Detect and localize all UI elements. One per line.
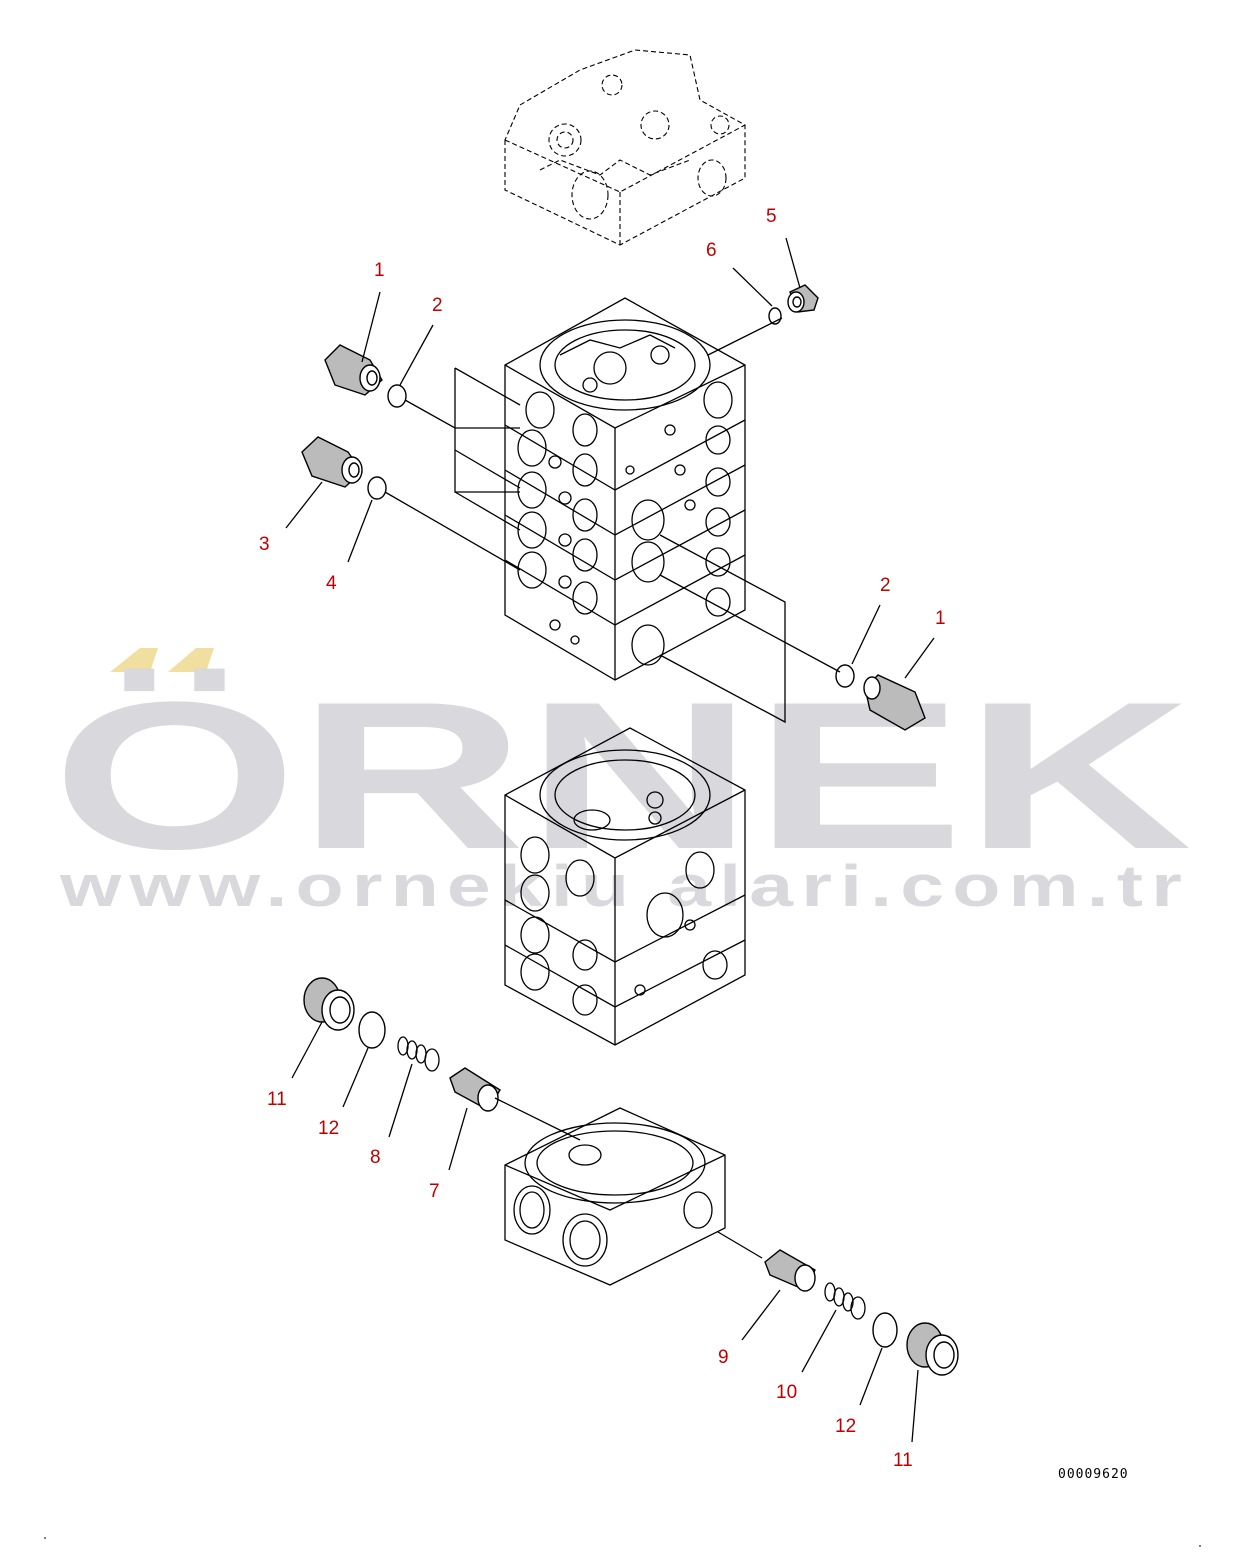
drawing-code: 00009620: [1058, 1467, 1129, 1482]
callout-1-top: 1: [374, 260, 385, 281]
o-ring-left: [367, 476, 387, 500]
o-ring-top-left: [387, 384, 407, 408]
frame-corner-mark-right: [1199, 1545, 1201, 1547]
callout-3: 3: [259, 534, 270, 555]
callout-12-right: 12: [835, 1416, 856, 1437]
lower-valve-block: [504, 727, 746, 1046]
watermark-umlaut-left: [110, 648, 158, 672]
plug-bottom-left: [303, 977, 355, 1031]
callout-7: 7: [429, 1181, 440, 1202]
watermark: ÖRNEK www.ornekiu alari.com.tr: [52, 648, 1192, 919]
callout-2-top: 2: [432, 295, 443, 316]
callout-2-right: 2: [880, 575, 891, 596]
callout-labels: 1 2 3 4 5 6 2 1 11 12 8 7 9 10 12 11: [259, 206, 946, 1471]
leader-lines: [285, 237, 935, 1443]
frame-corner-mark-left: [44, 1537, 46, 1539]
callout-8: 8: [370, 1147, 381, 1168]
relief-valve-left: [301, 436, 363, 488]
spring-left: [397, 1036, 440, 1072]
watermark-umlaut-right: [168, 648, 214, 672]
relief-valve-top-left: [324, 344, 383, 396]
callout-5: 5: [766, 206, 777, 227]
callout-12-left: 12: [318, 1118, 339, 1139]
bottom-end-housing: [504, 1107, 726, 1286]
spool-left: [449, 1067, 501, 1112]
callout-9: 9: [718, 1347, 729, 1368]
callout-10: 10: [776, 1382, 797, 1403]
main-valve-block: [504, 297, 746, 681]
callout-6: 6: [706, 240, 717, 261]
plug-top-right: [787, 284, 819, 313]
relief-valve-right: [863, 674, 926, 731]
plug-bottom-right: [906, 1322, 959, 1376]
callout-11-left: 11: [267, 1089, 287, 1110]
callout-1-right: 1: [935, 608, 946, 629]
o-ring-bottom-left: [358, 1011, 386, 1049]
assembly-lines: [384, 317, 841, 1259]
callout-4: 4: [326, 573, 337, 594]
top-cover-housing: [504, 49, 746, 246]
callout-11-right: 11: [893, 1450, 913, 1471]
spring-right: [824, 1282, 866, 1320]
o-ring-bottom-right: [872, 1312, 898, 1348]
watermark-url: www.ornekiu alari.com.tr: [59, 854, 1190, 919]
spool-right: [764, 1249, 816, 1292]
o-ring-right: [835, 664, 855, 688]
